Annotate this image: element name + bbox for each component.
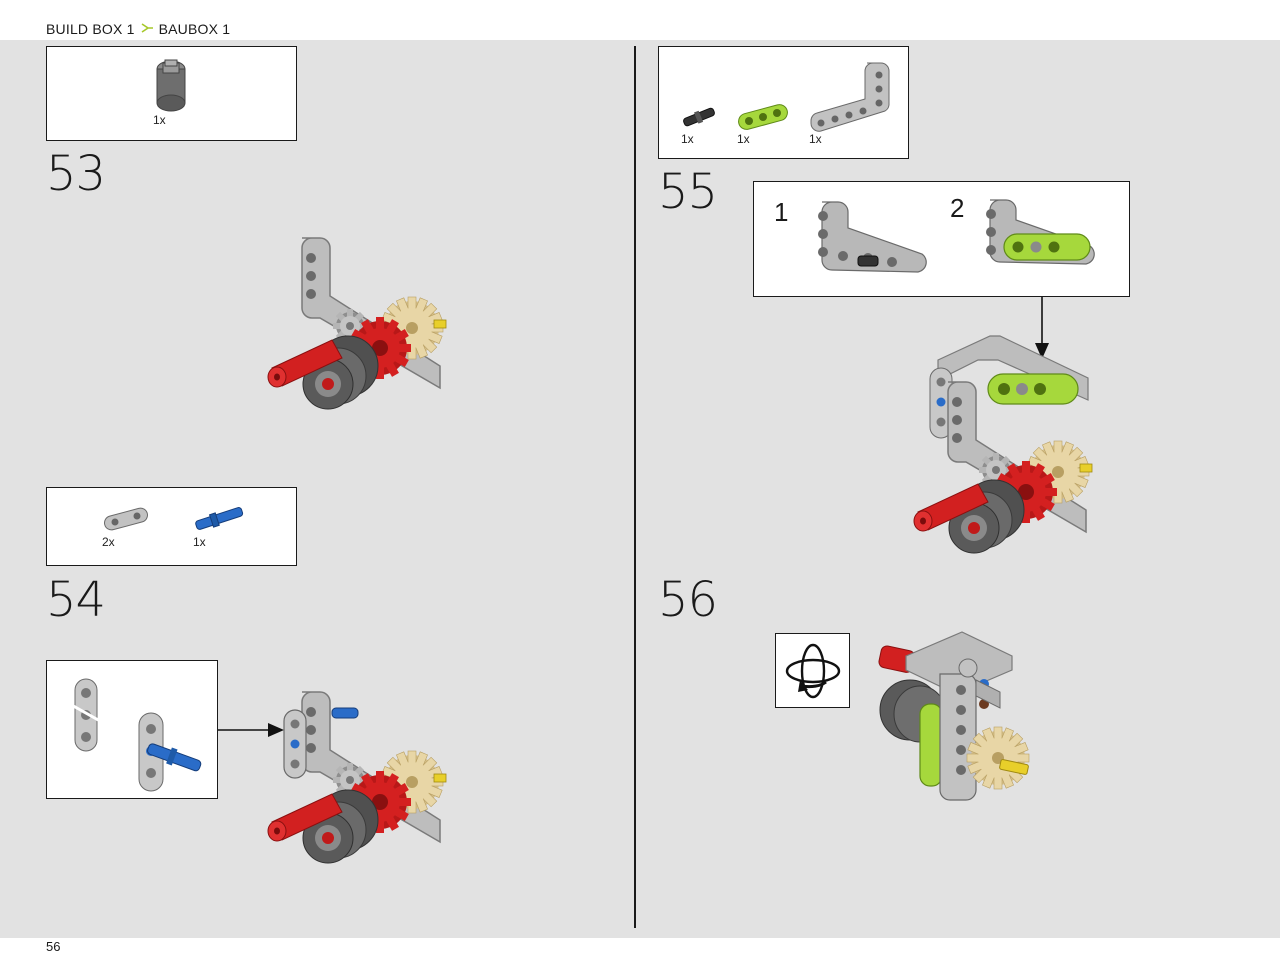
page-number: 56 <box>46 939 61 954</box>
substep-2-assembly <box>986 199 1095 265</box>
callout-arrow <box>1035 297 1049 359</box>
step-56-assembly <box>878 631 1030 801</box>
lime-beam-3-part <box>738 104 788 130</box>
black-pin-part <box>683 107 715 127</box>
substep-number-1: 1 <box>774 197 789 227</box>
part-qty: 1x <box>681 132 694 146</box>
header <box>0 0 1280 40</box>
header-left-label: BUILD BOX 1 <box>46 21 135 37</box>
part-qty: 1x <box>809 132 822 146</box>
part-qty: 1x <box>737 132 750 146</box>
footer <box>0 938 1280 974</box>
grey-beam-2-part <box>104 507 148 531</box>
step-number-54: 54 <box>46 572 106 628</box>
step-55-parts-callout: 1x 1x 1x <box>658 46 909 159</box>
callout-arrow <box>218 723 284 737</box>
rotate-model-callout[interactable] <box>775 633 850 708</box>
part-qty: 1x <box>193 535 206 549</box>
step-54-sub-callout <box>46 660 218 799</box>
blue-axle-pin-part <box>195 507 244 530</box>
part-qty: 1x <box>153 113 166 127</box>
step-53-parts-callout: 1x <box>46 46 297 141</box>
step-number-53: 53 <box>46 146 106 202</box>
substep-number-2: 2 <box>950 193 965 223</box>
pin-insert-detail <box>60 678 202 792</box>
page-divider <box>634 46 636 928</box>
substep-1-assembly <box>818 201 927 273</box>
step-54-assembly <box>262 692 462 872</box>
step-53-assembly <box>262 238 462 418</box>
step-number-55: 55 <box>658 164 718 220</box>
header-right-label: BAUBOX 1 <box>158 21 231 37</box>
step-55-assembly <box>908 335 1108 526</box>
step-55-sub-callout: 1 2 <box>753 181 1130 297</box>
grey-bush-part <box>156 59 186 112</box>
part-qty: 2x <box>102 535 115 549</box>
step-number-56: 56 <box>658 572 718 628</box>
rotate-model-icon <box>785 643 841 699</box>
breadcrumb: BUILD BOX 1 BAUBOX 1 <box>46 21 230 37</box>
grey-l-beam-part <box>810 62 890 132</box>
arrow-branch-icon <box>141 21 153 37</box>
step-54-parts-callout: 2x 1x <box>46 487 297 566</box>
